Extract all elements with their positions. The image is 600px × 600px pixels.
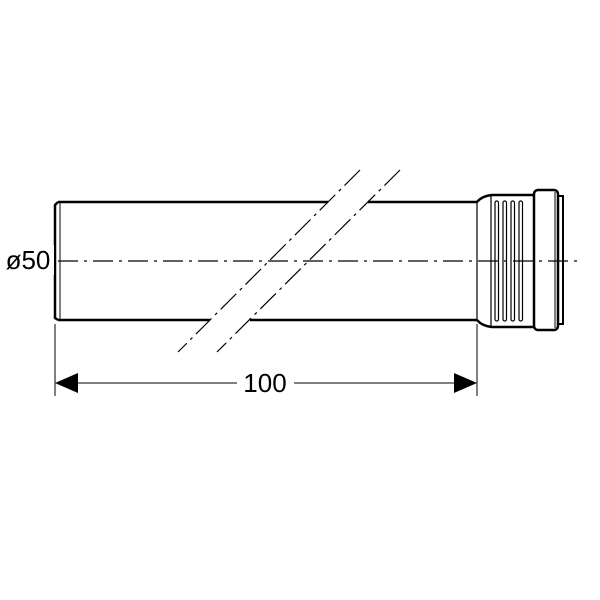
arrow-left-icon xyxy=(55,373,78,393)
diameter-label: ø50 xyxy=(6,245,51,275)
length-label: 100 xyxy=(243,368,286,398)
socket xyxy=(476,188,564,332)
break-lines xyxy=(177,169,401,353)
pipe-body xyxy=(53,200,477,322)
arrow-right-icon xyxy=(454,373,477,393)
length-dimension xyxy=(54,324,478,396)
